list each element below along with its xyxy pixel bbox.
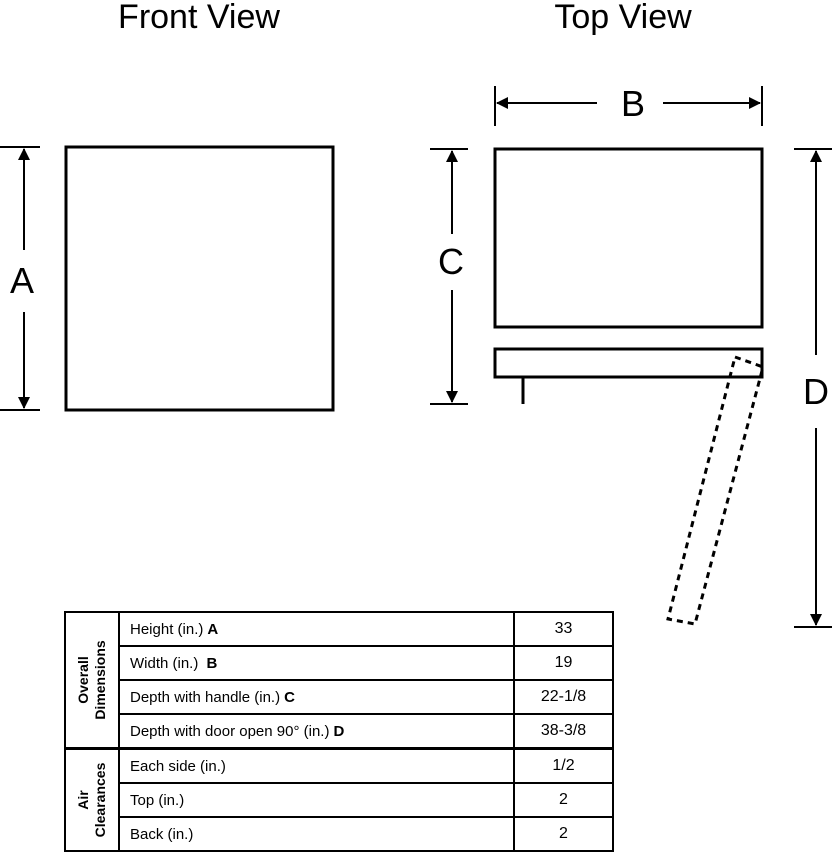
group-air-clearances: Air Clearances bbox=[64, 747, 120, 852]
row-label-depth-door-open: Depth with door open 90° (in.)D bbox=[118, 713, 515, 750]
dimension-code: C bbox=[284, 688, 295, 706]
row-value-height: 33 bbox=[513, 611, 614, 647]
row-label-height: Height (in.)A bbox=[118, 611, 515, 647]
group-label-line: Air bbox=[75, 790, 91, 810]
row-value-width: 19 bbox=[513, 645, 614, 681]
dimension-b-label: B bbox=[621, 83, 645, 124]
dimension-d: D bbox=[794, 148, 832, 628]
open-door-outline bbox=[666, 355, 765, 626]
group-label-line: Clearances bbox=[92, 762, 108, 838]
row-value-each-side: 1/2 bbox=[513, 747, 614, 784]
row-value-top: 2 bbox=[513, 782, 614, 818]
dimension-a: A bbox=[0, 146, 40, 411]
table-row: Back (in.) 2 bbox=[65, 816, 614, 852]
dimension-code: D bbox=[333, 722, 345, 740]
group-label-line: Dimensions bbox=[92, 640, 108, 720]
group-label-line: Overall bbox=[75, 656, 91, 704]
top-view-cabinet-outline bbox=[493, 147, 764, 329]
row-value-depth-door-open: 38-3/8 bbox=[513, 713, 614, 750]
table-row: Overall Dimensions Height (in.)A 33 bbox=[64, 611, 614, 750]
row-label-back: Back (in.) bbox=[118, 816, 515, 852]
dimension-d-label: D bbox=[803, 371, 829, 412]
dimension-code: B bbox=[206, 654, 218, 672]
table-row: Depth with door open 90° (in.)D 38-3/8 bbox=[65, 713, 614, 750]
dimension-c: C bbox=[430, 148, 468, 405]
row-label-top: Top (in.) bbox=[118, 782, 515, 818]
table-row: Depth with handle (in.)C 22-1/8 bbox=[65, 679, 614, 715]
dimension-b: B bbox=[494, 83, 763, 126]
top-view-door-outline bbox=[493, 347, 764, 379]
front-view-title: Front View bbox=[118, 0, 280, 36]
row-value-back: 2 bbox=[513, 816, 614, 852]
table-row: Width (in.) B 19 bbox=[65, 645, 614, 681]
group-overall-dimensions: Overall Dimensions bbox=[64, 611, 120, 750]
dimensions-table: Overall Dimensions Height (in.)A 33 Widt… bbox=[64, 611, 614, 852]
dimension-c-label: C bbox=[438, 241, 464, 282]
row-label-width: Width (in.) B bbox=[118, 645, 515, 681]
table-row: Top (in.) 2 bbox=[65, 782, 614, 818]
dimension-a-label: A bbox=[10, 260, 34, 301]
top-view-title: Top View bbox=[554, 0, 692, 36]
table-row: Air Clearances Each side (in.) 1/2 bbox=[64, 747, 614, 852]
dimension-code: A bbox=[207, 620, 219, 638]
row-value-depth-handle: 22-1/8 bbox=[513, 679, 614, 715]
row-label-depth-handle: Depth with handle (in.)C bbox=[118, 679, 515, 715]
row-label-each-side: Each side (in.) bbox=[118, 747, 515, 784]
front-view-outline bbox=[64, 145, 335, 412]
